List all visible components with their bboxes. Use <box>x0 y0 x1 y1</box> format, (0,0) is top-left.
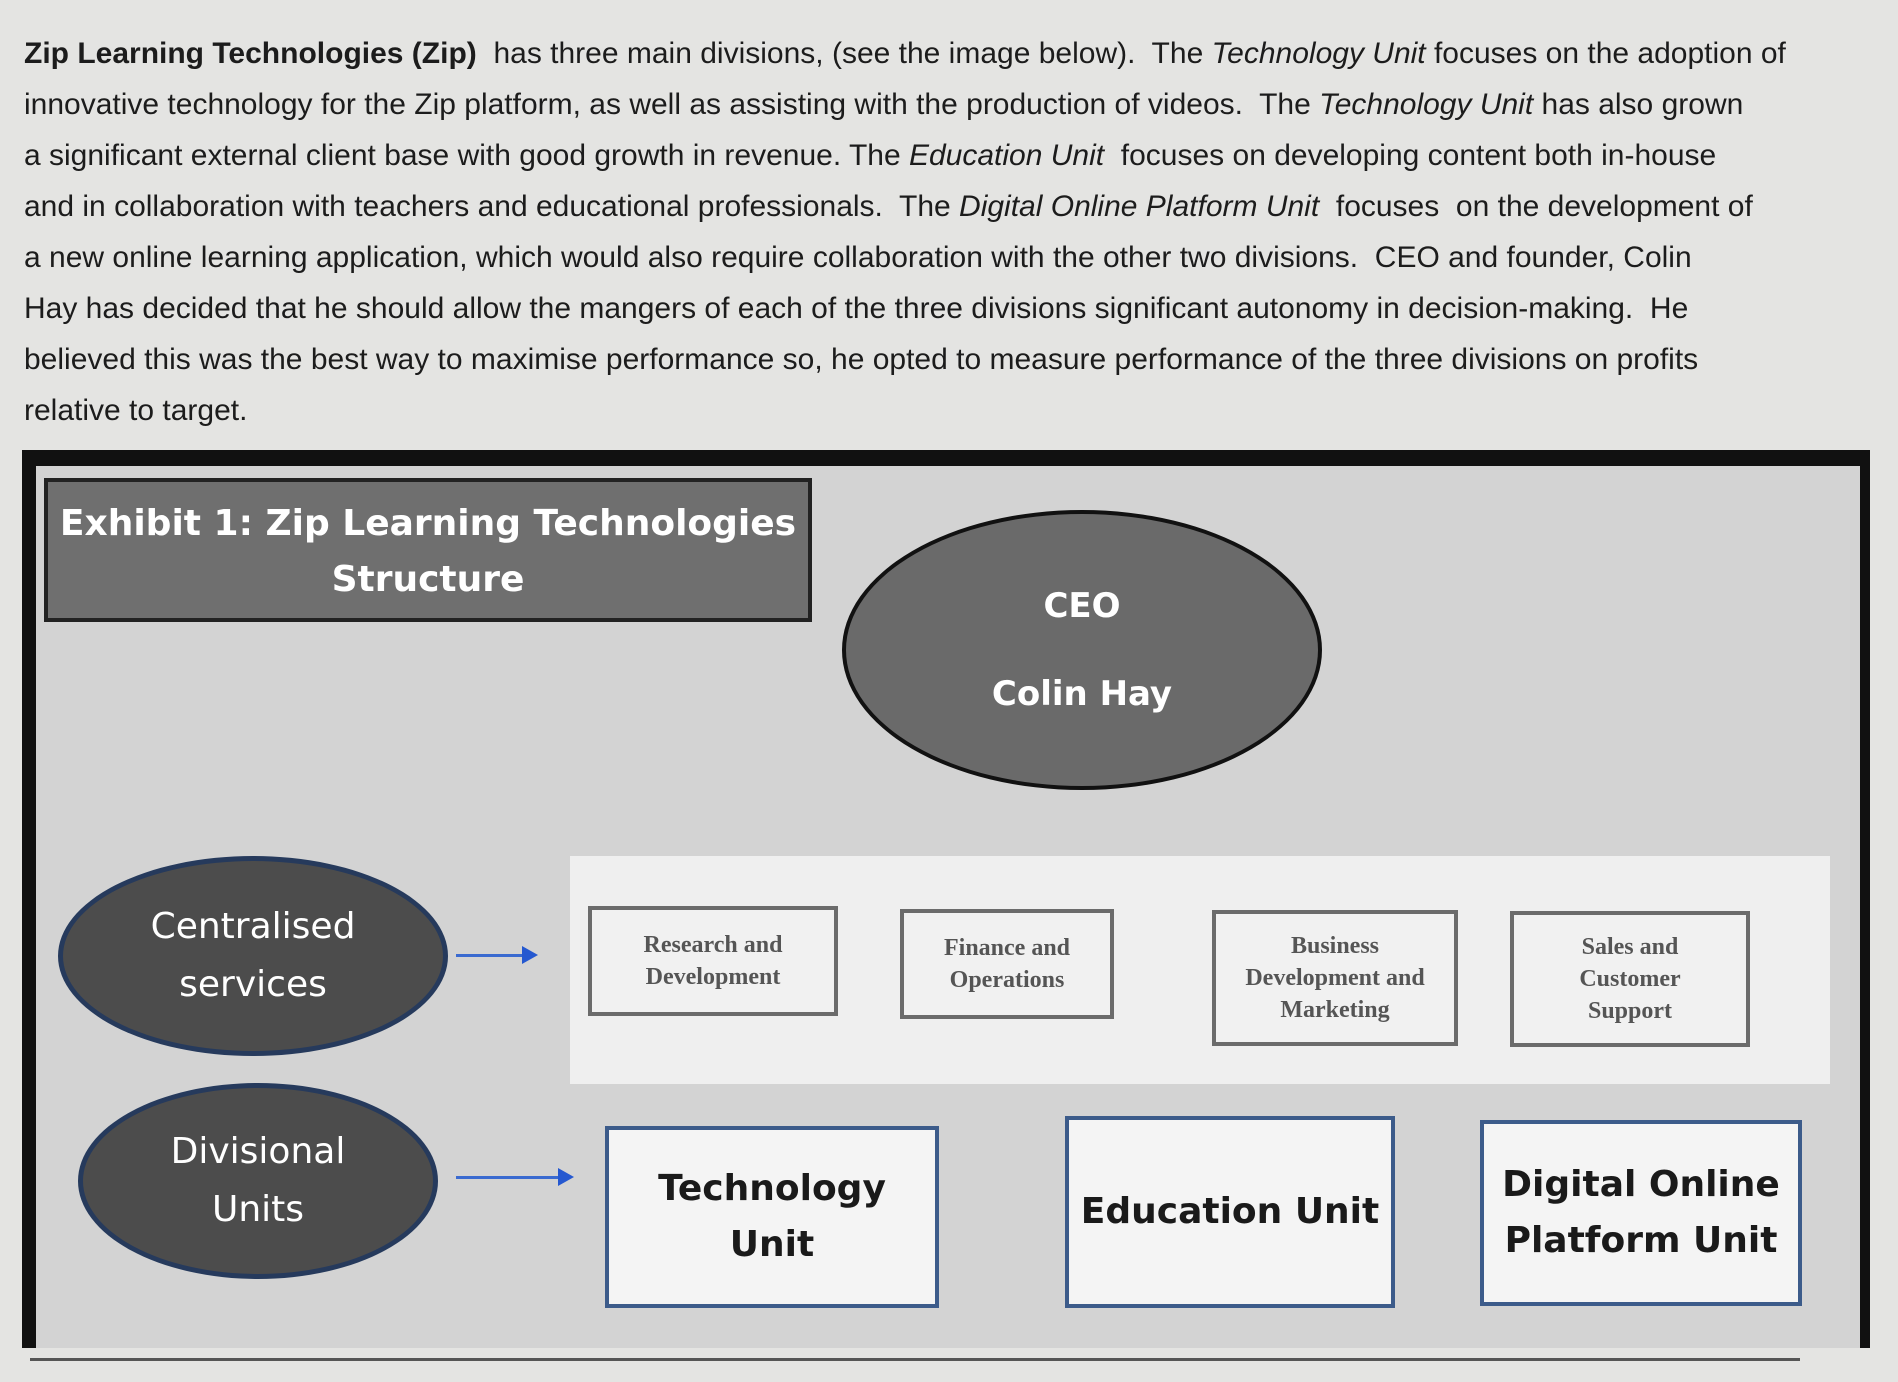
divisional-label-2: Units <box>211 1189 305 1230</box>
service-label: Research and <box>643 932 783 958</box>
centralised-services-node: Centralised services <box>58 856 448 1056</box>
service-label: Development and <box>1245 965 1425 991</box>
text-segment: a new online learning application, which… <box>24 241 1692 274</box>
centralised-label-1: Centralised <box>150 906 356 947</box>
service-label: Support <box>1587 998 1673 1024</box>
division-label: Education Unit <box>1080 1191 1380 1232</box>
text-segment: Technology Unit <box>1319 88 1534 121</box>
service-box-sales: Sales and Customer Support <box>1510 911 1750 1047</box>
paragraph-line: believed this was the best way to maximi… <box>24 334 1884 385</box>
division-box-technology: Technology Unit <box>605 1126 939 1308</box>
text-segment: focuses on the adoption of <box>1425 37 1786 70</box>
ceo-name: Colin Hay <box>991 674 1173 714</box>
text-segment: has three main divisions, (see the image… <box>476 37 1212 70</box>
text-segment: focuses on the development of <box>1319 190 1753 223</box>
service-box-business-dev: Business Development and Marketing <box>1212 910 1458 1046</box>
centralised-label-2: services <box>179 964 327 1005</box>
paragraph-line: a significant external client base with … <box>24 130 1884 181</box>
division-box-digital: Digital Online Platform Unit <box>1480 1120 1802 1306</box>
service-label: Customer <box>1579 966 1681 992</box>
paragraph-line: innovative technology for the Zip platfo… <box>24 79 1884 130</box>
text-segment: innovative technology for the Zip platfo… <box>24 88 1320 121</box>
divider <box>30 1358 1800 1361</box>
text-segment: Digital Online Platform Unit <box>959 190 1320 223</box>
text-segment: and in collaboration with teachers and e… <box>24 190 960 223</box>
division-label: Digital Online <box>1502 1164 1780 1205</box>
arrow-right-icon <box>456 946 538 964</box>
paragraph-line: Zip Learning Technologies (Zip) has thre… <box>24 28 1884 79</box>
service-box-finance: Finance and Operations <box>900 909 1114 1019</box>
text-segment: relative to target. <box>24 394 248 427</box>
ceo-node: CEO Colin Hay <box>842 510 1322 790</box>
text-segment: has also grown <box>1533 88 1744 121</box>
text-segment: believed this was the best way to maximi… <box>24 343 1699 376</box>
text-segment: Hay has decided that he should allow the… <box>24 292 1689 325</box>
service-label: Business <box>1290 933 1380 959</box>
text-segment: Education Unit <box>908 139 1105 172</box>
divisional-units-node: Divisional Units <box>78 1083 438 1279</box>
paragraph-line: relative to target. <box>24 385 1884 436</box>
arrow-right-icon <box>456 1168 574 1186</box>
division-box-education: Education Unit <box>1065 1116 1395 1308</box>
exhibit-title-line1: Exhibit 1: Zip Learning Technologies <box>59 503 797 544</box>
ceo-role: CEO <box>1043 586 1121 626</box>
exhibit-diagram: Exhibit 1: Zip Learning Technologies Str… <box>22 450 1870 1348</box>
service-label: Sales and <box>1581 934 1679 960</box>
paragraph-line: a new online learning application, which… <box>24 232 1884 283</box>
text-segment: focuses on developing content both in-ho… <box>1104 139 1717 172</box>
text-segment: Zip Learning Technologies (Zip) <box>24 37 477 70</box>
paragraph-line: Hay has decided that he should allow the… <box>24 283 1884 334</box>
divisional-label-1: Divisional <box>170 1131 346 1172</box>
service-label: Marketing <box>1280 997 1390 1023</box>
division-label: Technology <box>658 1168 886 1209</box>
exhibit-title-line2: Structure <box>331 559 525 600</box>
service-label: Finance and <box>943 935 1071 961</box>
service-box-research: Research and Development <box>588 906 838 1016</box>
division-label: Unit <box>729 1224 815 1265</box>
intro-paragraph: Zip Learning Technologies (Zip) has thre… <box>24 28 1884 436</box>
text-segment: a significant external client base with … <box>24 139 909 172</box>
service-label: Operations <box>949 967 1065 993</box>
division-label: Platform Unit <box>1504 1220 1778 1261</box>
service-label: Development <box>645 964 781 990</box>
paragraph-line: and in collaboration with teachers and e… <box>24 181 1884 232</box>
text-segment: Technology Unit <box>1211 37 1426 70</box>
exhibit-title: Exhibit 1: Zip Learning Technologies Str… <box>44 478 812 622</box>
